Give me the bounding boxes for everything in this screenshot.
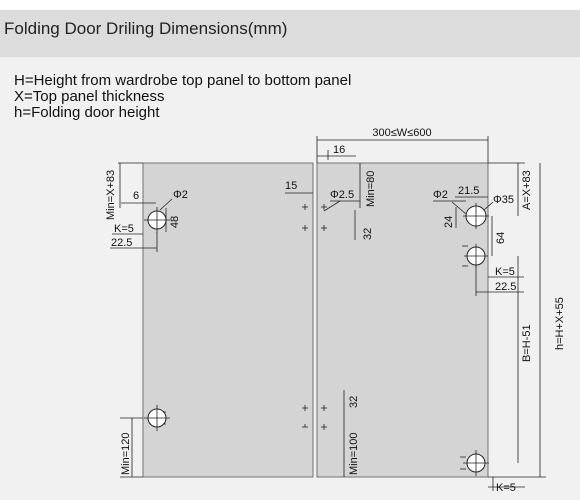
- dim-64-label: 64: [495, 232, 507, 244]
- dim-16-label: 16: [333, 144, 345, 156]
- phi2-5-label: Φ2.5: [330, 189, 354, 201]
- phi2-right-leader: [451, 201, 467, 215]
- dim-21-5-label: 21.5: [458, 185, 479, 197]
- header-bar: Folding Door Driling Dimensions(mm): [0, 0, 580, 57]
- legend-line-x: X=Top panel thickness: [14, 88, 165, 105]
- left-22-5-label: 22.5: [111, 237, 132, 249]
- b-dimension-label: B=H-51: [521, 324, 533, 362]
- left-door-pilot-holes-top: [302, 204, 308, 231]
- left-door-panel: [142, 162, 314, 478]
- dim-32-bottom-label: 32: [348, 396, 360, 408]
- phi35-label: Φ35: [493, 194, 514, 206]
- legend-line-door-height: h=Folding door height: [14, 104, 160, 121]
- dim-15-label: 15: [285, 180, 297, 192]
- dim-6-label: 6: [133, 190, 139, 202]
- min80-label: Min=80: [365, 171, 377, 207]
- phi2-5-leader: [323, 200, 341, 212]
- legend-line-h: H=Height from wardrobe top panel to bott…: [14, 72, 352, 89]
- right-door-panel: [316, 162, 489, 478]
- right-door-pilot-holes-top: [321, 204, 327, 231]
- left-min-top-label: Min=X+83: [105, 170, 117, 220]
- phi2-left-leader: [159, 198, 173, 211]
- a-dimension-label: A=X+83: [521, 170, 533, 210]
- phi2-left-label: Φ2: [173, 189, 188, 201]
- right-k5-label: K=5: [495, 266, 515, 278]
- min100-label: Min=100: [348, 432, 360, 475]
- h-dimension-label: h=H+X+55: [554, 297, 566, 350]
- dim-24-label: 24: [443, 216, 455, 228]
- dim-32-top-label: 32: [362, 228, 374, 240]
- right-door-pilot-holes-bottom: [321, 405, 327, 430]
- left-door-pilot-holes-bottom: [302, 405, 308, 428]
- right-22-5-label: 22.5: [495, 281, 516, 293]
- phi35-leader: [483, 201, 494, 211]
- phi2-right-label: Φ2: [433, 189, 448, 201]
- min120-label: Min=120: [120, 432, 132, 475]
- dim-48-label: 48: [169, 216, 181, 228]
- page-title: Folding Door Driling Dimensions(mm): [4, 19, 288, 38]
- width-range-label: 300≤W≤600: [372, 127, 431, 139]
- right-k5-bottom-label: K=5: [496, 482, 516, 494]
- left-k5-label: K=5: [114, 223, 134, 235]
